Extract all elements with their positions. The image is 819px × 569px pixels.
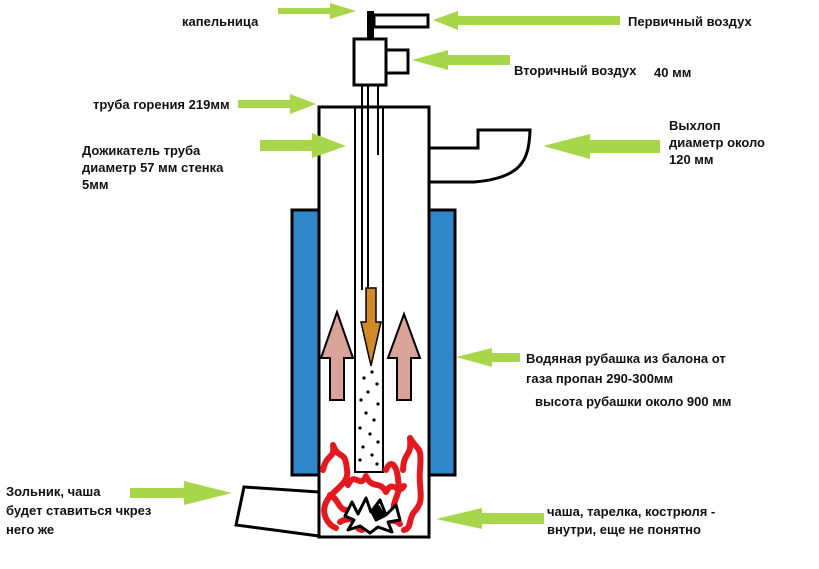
fuel-flow-arrow [360, 287, 382, 367]
pointer-arrow-water-jacket [456, 348, 520, 367]
label-bowl-line2: внутри, еще не понятно [547, 522, 701, 537]
pointer-arrow-exhaust [543, 134, 660, 159]
exhaust-pipe [428, 128, 532, 184]
label-burn-pipe: труба горения 219мм [93, 97, 230, 112]
pointer-arrow-dripper [278, 3, 356, 19]
label-ashpit-line3: него же [6, 522, 55, 537]
label-primary-air: Первичный воздух [628, 14, 752, 29]
label-exhaust-line3: 120 мм [669, 152, 714, 167]
label-afterburner-line2: диаметр 57 мм стенка [82, 160, 224, 175]
label-jacket-height: высота рубашки около 900 мм [535, 394, 732, 409]
label-ashpit-line2: будет ставиться чкрез [6, 503, 152, 518]
label-dripper: капельница [182, 14, 259, 29]
label-afterburner-line3: 5мм [82, 177, 109, 192]
secondary-air-inlet [384, 48, 410, 75]
pointer-arrow-primary-air [433, 11, 620, 30]
label-water-jacket-line2: газа пропан 290-300мм [526, 371, 674, 386]
gas-flow-arrow-left [319, 308, 355, 401]
gas-flow-arrow-right [386, 311, 422, 401]
fuel-bowl-fire [343, 496, 402, 535]
primary-air-tube [372, 13, 430, 29]
label-water-jacket-line1: Водяная рубашка из балона от [526, 351, 726, 366]
dripper-stem [367, 11, 374, 39]
label-bowl-line1: чаша, тарелка, кострюля - [547, 504, 716, 519]
pointer-arrow-bowl [436, 508, 544, 529]
label-exhaust-line2: диаметр около [669, 135, 765, 150]
afterburner-perforations [358, 370, 380, 466]
label-afterburner-line1: Дожикатель труба [82, 143, 201, 158]
pointer-arrow-secondary-air [412, 50, 510, 70]
pointer-arrow-afterburner [260, 133, 346, 158]
pointer-arrow-ashpit [130, 481, 232, 505]
pointer-arrow-burn-pipe [238, 94, 316, 114]
label-secondary-air-size: 40 мм [654, 65, 692, 80]
water-jacket-right [426, 208, 457, 477]
label-ashpit-line1: Зольник, чаша [6, 484, 101, 499]
label-secondary-air: Вторичный воздух [514, 63, 637, 78]
pointer-arrows [130, 3, 660, 529]
secondary-air-box [352, 37, 388, 87]
water-jacket-left [290, 208, 321, 477]
ashpit-chute [234, 485, 321, 538]
label-exhaust-line1: Выхлоп [669, 118, 721, 133]
